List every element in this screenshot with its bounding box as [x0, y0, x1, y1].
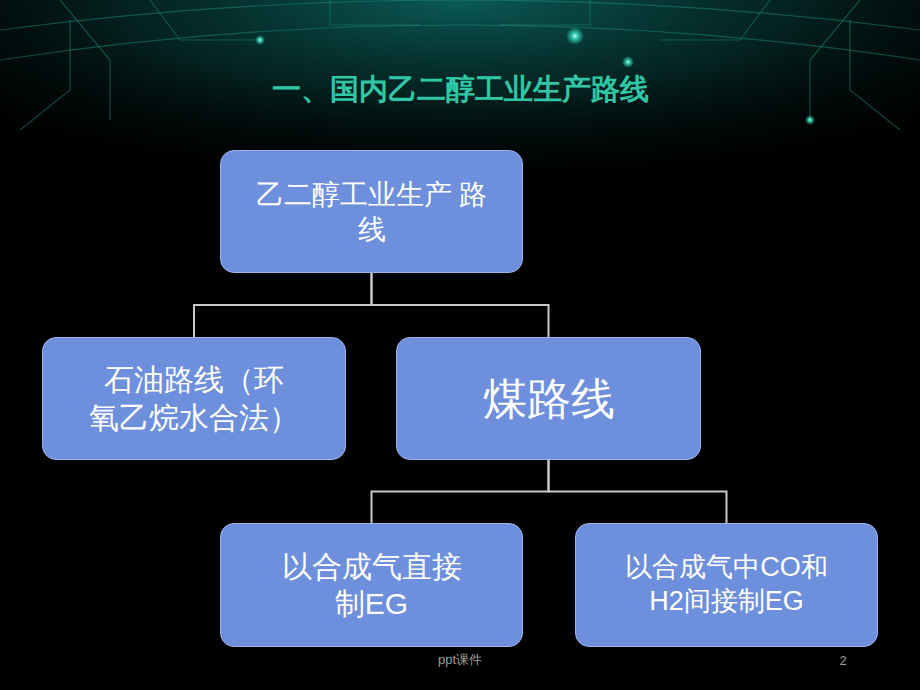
process-box: 乙二醇工业生产 路线: [220, 150, 523, 273]
box-label: 以合成气直接 制EG: [272, 548, 472, 623]
process-box: 石油路线（环 氧乙烷水合法）: [42, 337, 346, 460]
process-box: 煤路线: [396, 337, 701, 460]
box-label: 以合成气中CO和 H2间接制EG: [621, 551, 833, 619]
tree-connector: [372, 273, 549, 337]
process-box: 以合成气中CO和 H2间接制EG: [575, 523, 878, 647]
process-box: 以合成气直接 制EG: [220, 523, 523, 647]
page-number: 2: [839, 653, 846, 668]
circuit-lines: [0, 0, 920, 130]
glow-dot: [566, 27, 584, 45]
footer-text: ppt课件: [438, 651, 482, 669]
box-label: 煤路线: [483, 371, 615, 426]
glow-dot: [255, 35, 265, 45]
tree-connector: [194, 273, 372, 337]
tree-connector: [372, 460, 549, 523]
slide-title: 一、国内乙二醇工业生产路线: [272, 70, 649, 110]
tree-connector: [549, 460, 727, 523]
box-label: 石油路线（环 氧乙烷水合法）: [88, 361, 300, 436]
box-label: 乙二醇工业生产 路线: [256, 177, 488, 247]
glow-dot: [805, 115, 815, 125]
glow-dot: [622, 56, 634, 68]
